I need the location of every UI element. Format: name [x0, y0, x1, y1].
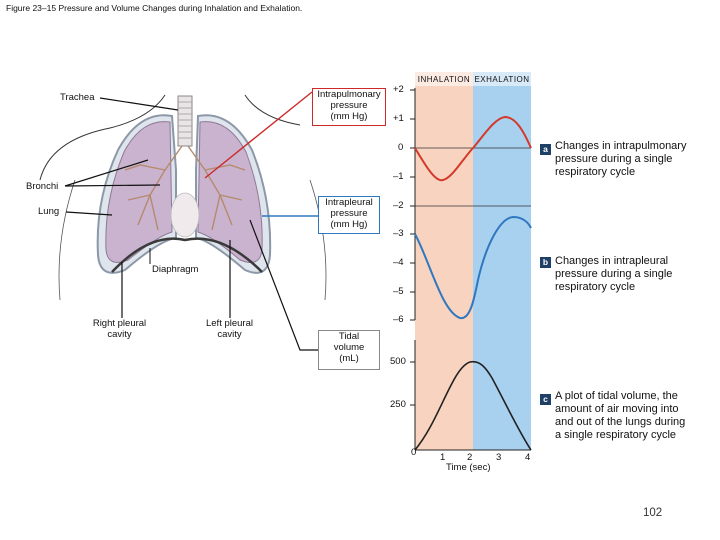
tick-plus-1: +1 — [393, 113, 404, 124]
callout-c-text: A plot of tidal volume, the amount of ai… — [555, 390, 686, 441]
intrapulmonary-leader — [204, 91, 313, 179]
x-tick-1: 1 — [440, 452, 446, 463]
ribcage-left — [58, 179, 76, 301]
trachea-label: Trachea — [60, 92, 95, 103]
callout-b-tag: b — [540, 257, 551, 268]
body-outline — [39, 94, 166, 181]
exhalation-header: EXHALATION — [474, 75, 530, 84]
tick-minus-2: –2 — [393, 200, 404, 211]
bronchi-leader-2 — [64, 184, 161, 187]
tidal-leader — [249, 219, 318, 351]
bronchial-tree — [124, 145, 246, 231]
inhalation-header: INHALATION — [417, 75, 471, 84]
phase-header-bg — [415, 72, 531, 86]
y-ticks — [410, 89, 415, 406]
left-pleural-cavity-label: Left pleural cavity — [205, 318, 253, 340]
tick-250: 250 — [390, 399, 406, 410]
trachea-rings — [178, 101, 192, 139]
x-tick-0: 0 — [411, 447, 417, 458]
callout-a-tag: a — [540, 144, 551, 155]
tick-minus-5: –5 — [393, 286, 404, 297]
mediastinum — [170, 192, 200, 238]
lung-label: Lung — [38, 206, 60, 217]
diaphragm-label: Diaphragm — [152, 264, 199, 275]
exhalation-band — [473, 72, 531, 450]
x-tick-2: 2 — [467, 452, 473, 463]
tick-minus-6: –6 — [393, 314, 404, 325]
diaphragm-shape — [111, 237, 263, 273]
x-tick-3: 3 — [496, 452, 502, 463]
callout-b-text: Changes in intrapleural pressure during … — [555, 255, 673, 293]
intrapleural-curve — [414, 215, 532, 320]
intrapulmonary-pressure-label: Intrapulmonary pressure (mm Hg) — [312, 88, 386, 126]
tick-500: 500 — [390, 356, 406, 367]
body-outline-right — [244, 94, 301, 126]
page-number: 102 — [643, 507, 663, 519]
callout-c-tag: c — [540, 394, 551, 405]
inhalation-band — [415, 72, 473, 450]
figure-title: Figure 23–15 Pressure and Volume Changes… — [6, 3, 303, 13]
callout-a-text: Changes in intrapulmonary pressure durin… — [555, 140, 687, 178]
tidal-volume-curve — [414, 360, 532, 451]
intrapleural-pressure-label: Intrapleural pressure (mm Hg) — [318, 196, 380, 234]
x-axis-label: Time (sec) — [446, 462, 491, 473]
x-tick-4: 4 — [525, 452, 531, 463]
tick-minus-3: –3 — [393, 228, 404, 239]
tidal-volume-label: Tidal volume (mL) — [318, 330, 380, 370]
ribcage-right — [309, 179, 327, 301]
lung-leader — [65, 211, 113, 216]
right-pleural-cavity-label: Right pleural cavity — [92, 318, 147, 340]
bronchi-leader-1 — [64, 159, 149, 187]
tick-plus-2: +2 — [393, 84, 404, 95]
bronchi-label: Bronchi — [26, 181, 59, 192]
tick-0: 0 — [398, 142, 404, 153]
intrapulmonary-curve — [414, 115, 532, 182]
tick-minus-1: –1 — [393, 171, 404, 182]
tick-minus-4: –4 — [393, 257, 404, 268]
trachea-leader — [99, 97, 179, 111]
